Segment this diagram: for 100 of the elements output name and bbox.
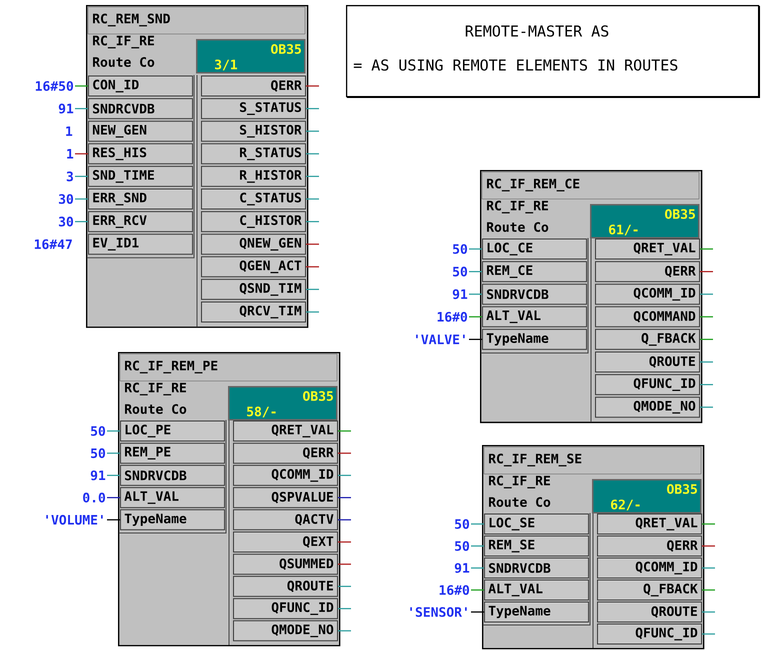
connection-line [338,541,351,543]
input-pin: RES_HIS [88,143,193,164]
connection-line [306,108,319,110]
task-box: OB35 62/- [592,479,702,514]
connection-line [338,608,351,610]
connection-line [338,586,351,587]
connection-line [700,338,713,340]
output-pin: QFUNC_ID [597,624,702,644]
connection-line [107,519,120,520]
input-pin: SNDRVCDB [120,464,225,486]
input-value: 1 [66,126,72,136]
input-value: 3 [66,171,73,182]
output-pin: QMODE_NO [595,396,700,418]
input-value: 30 [58,194,74,204]
connection-line [469,316,482,318]
connection-line [700,384,713,386]
connection-line [700,294,713,295]
output-pin: QSND_TIM [201,278,306,300]
input-value: 50 [91,426,106,436]
output-pin: QFUNC_ID [233,598,338,620]
connection-line [338,452,351,454]
input-pin: ALT_VAL [482,306,587,328]
output-pin: QSPVALUE [233,487,338,508]
connection-line [75,108,88,110]
input-value: 16#0 [440,585,470,595]
input-pin: LOC_PE [120,420,225,442]
output-pin: QCOMM_ID [233,464,338,486]
connection-line [338,474,351,476]
output-pin: QNEW_GEN [201,234,306,255]
output-pin: QROUTE [595,352,700,372]
connection-line [75,198,88,200]
connection-line [702,567,715,569]
connection-line [702,611,715,613]
input-value: 50 [453,244,468,254]
connection-line [107,497,120,498]
output-pin: Q_FBACK [595,328,700,350]
connection-line [702,633,715,635]
input-value: 1 [67,149,74,159]
input-pin: ALT_VAL [484,580,589,600]
connection-line [306,85,319,87]
output-pin: QROUTE [597,602,702,622]
input-value: 50 [455,519,470,529]
input-pin: ERR_RCV [88,211,193,232]
input-value: 'VOLUME' [46,514,103,525]
connection-line [306,176,319,177]
input-value: 16#50 [36,81,74,91]
output-pin: QROUTE [233,576,338,597]
input-pin: TypeName [120,509,225,530]
task-box: OB35 58/- [228,386,338,420]
connection-line [700,248,713,250]
connection-line [75,153,88,154]
output-pin: QRCV_TIM [201,302,306,322]
connection-line [75,85,88,87]
input-value: 'VALVE' [416,334,465,344]
connection-line [471,567,484,569]
connection-line [700,316,713,318]
connection-line [338,564,351,565]
output-pin: R_HISTOR [201,166,306,187]
output-pin: QCOMMAND [595,306,700,328]
input-pin: ALT_VAL [120,487,225,508]
connection-line [700,271,713,272]
input-value: 91 [90,470,106,480]
input-pin: ERR_SND [88,188,193,210]
input-value: 91 [454,563,470,573]
connection-line [338,430,351,432]
connection-line [306,130,319,132]
input-pin: REM_SE [484,536,589,556]
output-pin: QERR [233,442,338,464]
output-pin: S_HISTOR [201,120,306,142]
input-pin: TypeName [482,328,587,350]
output-pin: C_STATUS [201,188,306,210]
connection-line [107,430,120,432]
output-pin: QSUMMED [233,554,338,575]
task-box: OB35 3/1 [196,39,306,74]
output-pin: QERR [597,536,702,556]
output-pin: QRET_VAL [597,514,702,534]
input-pin: TypeName [484,602,589,622]
connection-line [471,589,484,591]
output-pin: QEXT [233,532,338,552]
note-box: REMOTE-MASTER AS = AS USING REMOTE ELEMENTS IN ROUTES [346,5,760,98]
connection-line [338,497,351,498]
connection-line [471,545,484,547]
output-pin: QRET_VAL [233,420,338,442]
input-pin: SND_TIME [88,166,193,187]
input-value: 30 [58,216,74,227]
input-pin: EV_ID1 [88,234,193,255]
task-box: OB35 61/- [590,204,700,238]
output-pin: QERR [595,261,700,282]
input-value: 50 [453,266,468,277]
input-pin: LOC_SE [484,514,589,534]
connection-line [469,338,482,340]
output-pin: S_STATUS [201,98,306,120]
output-pin: QACTV [233,509,338,530]
connection-line [471,611,484,613]
connection-line [306,153,319,154]
connection-line [75,221,88,222]
output-pin: QFUNC_ID [595,374,700,396]
connection-line [469,294,482,295]
output-pin: C_HISTOR [201,211,306,232]
input-value: 0.0 [83,492,106,503]
